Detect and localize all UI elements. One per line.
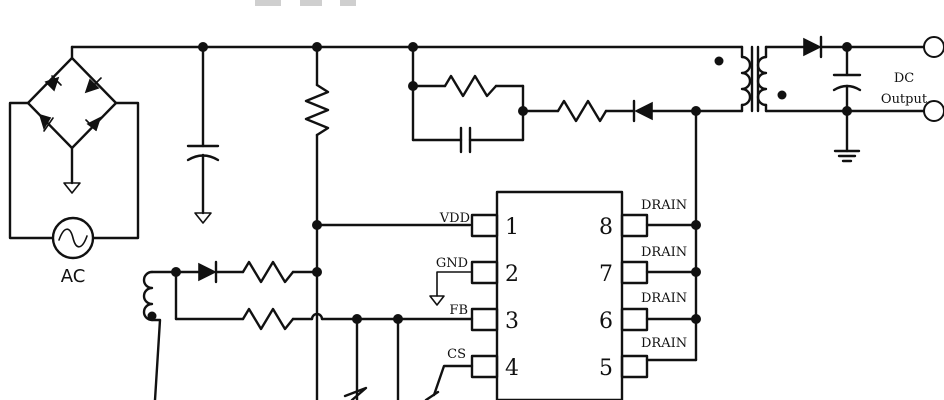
pin-6-pad [620,307,649,332]
pin-2-number: 2 [505,262,519,287]
cs-label: CS [447,347,466,362]
gnd-label: GND [436,256,468,271]
pin-7-number: 7 [599,262,613,287]
pin-1-number: 1 [505,215,519,240]
top-rail [70,45,744,60]
feedback-branch [174,270,474,400]
vdd-label: VDD [439,211,470,226]
primary-polarity-dot [714,56,724,66]
bridge-diode-upper-right [84,77,102,94]
cropped-header-artwork [255,0,356,6]
output-label: Output [881,92,928,107]
drain-label-pin-5: DRAIN [641,336,687,351]
aux-supply-branch [171,260,322,284]
rcd-snubber [408,42,698,154]
pin-4-number: 4 [505,356,519,381]
secondary-polarity-dot [777,90,787,100]
pin-7-pad [620,260,649,285]
drain-label-pin-8: DRAIN [641,198,687,213]
aux-polarity-dot [147,311,157,321]
drain-bus [645,220,701,362]
pin-8-number: 8 [599,215,613,240]
pin-4-pad [470,354,499,379]
pin-8-pad [620,213,649,238]
drain-label-pin-6: DRAIN [641,291,687,306]
pin-3-number: 3 [505,309,519,334]
pin-5-pad [620,354,649,379]
fb-label: FB [449,303,468,318]
ac-source: AC [51,216,95,287]
bridge-rectifier [8,56,140,240]
bulk-capacitor [186,42,220,224]
cs-branch [424,364,474,400]
pin-6-number: 6 [599,309,613,334]
pin-3-pad [470,307,499,332]
pin-1-pad [470,213,499,238]
gnd-pin-ground [429,271,473,306]
ac-label: AC [61,266,86,287]
output-stage: DC Output [764,35,944,163]
auxiliary-winding [142,270,178,400]
drain-label-pin-7: DRAIN [641,245,687,260]
bridge-diode-lower-left [38,113,54,132]
dc-label: DC [894,71,914,86]
controller-ic: 1 2 3 4 VDD GND FB CS 8 7 6 5 DRAIN DRAI… [436,190,687,400]
bridge-diode-upper-left [44,75,62,92]
transformer [691,45,787,362]
startup-resistor [304,42,472,400]
bridge-diode-lower-right [85,116,102,132]
output-terminal-positive [923,36,944,58]
output-terminal-negative [923,100,944,122]
pin-2-pad [470,260,499,285]
pin-5-number: 5 [599,356,613,381]
